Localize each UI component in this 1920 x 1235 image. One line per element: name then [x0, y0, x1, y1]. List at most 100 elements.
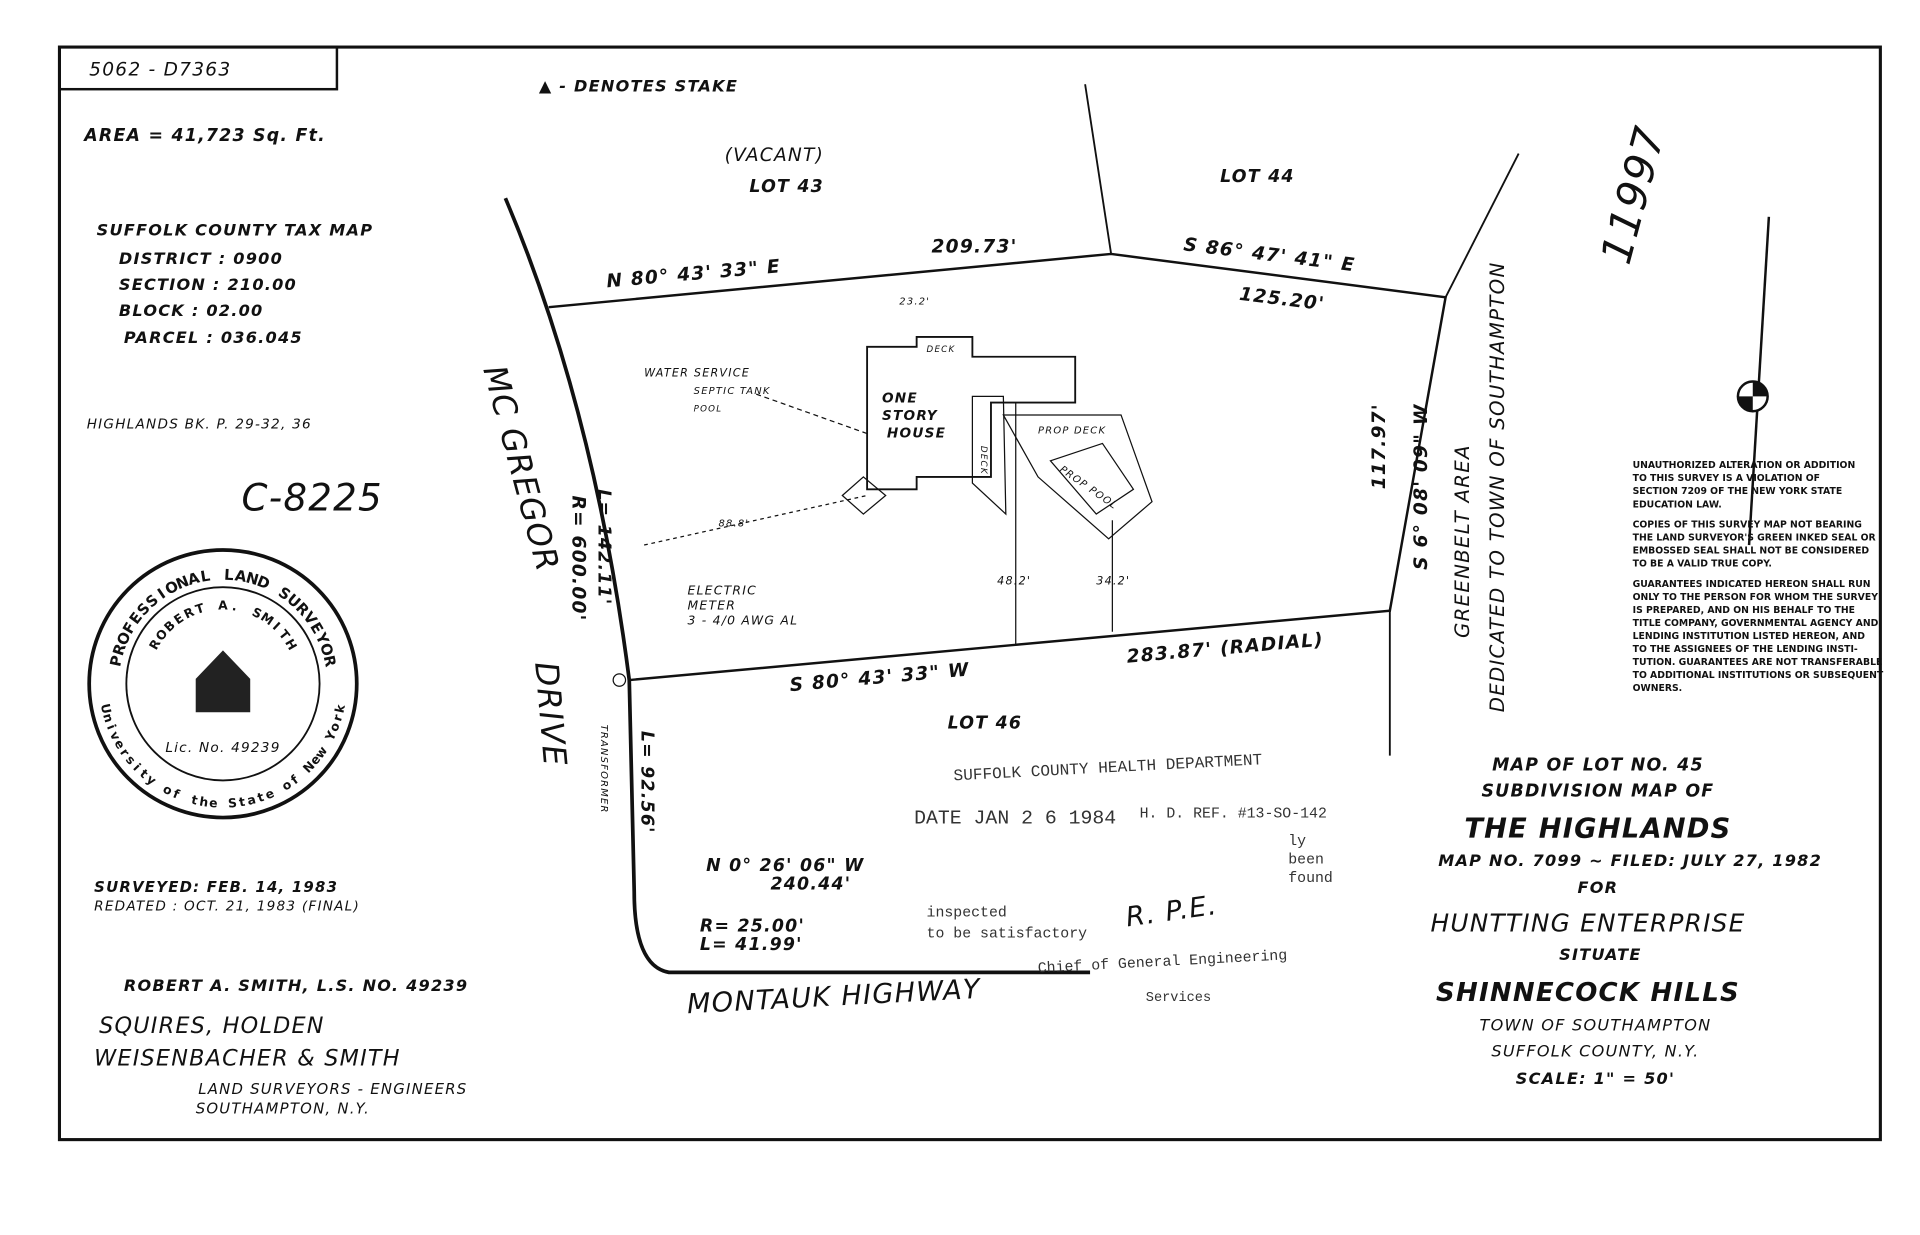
seal-letter: k — [332, 702, 348, 714]
notice-line: LENDING INSTITUTION LISTED HEREON, AND — [1633, 631, 1866, 642]
ne-bearing: S 86° 47' 41" E — [1182, 234, 1356, 276]
tax-map-section: SECTION : 210.00 — [119, 275, 297, 294]
notice-line: COPIES OF THIS SURVEY MAP NOT BEARING — [1633, 520, 1862, 531]
stamp-line-1: ly — [1288, 834, 1306, 850]
title-scale: SCALE: 1" = 50' — [1516, 1069, 1675, 1088]
title-block: MAP OF LOT NO. 45 SUBDIVISION MAP OF THE… — [1431, 755, 1822, 1088]
notice-line: TUTION. GUARANTEES ARE NOT TRANSFERABLE — [1633, 657, 1883, 668]
seal-emblem-icon — [195, 650, 251, 713]
ne-distance: 125.20' — [1238, 284, 1326, 315]
stamp-line-2: been — [1288, 852, 1324, 868]
title-name: THE HIGHLANDS — [1464, 813, 1731, 844]
file-number-box — [58, 45, 339, 91]
notice-line: EDUCATION LAW. — [1633, 499, 1722, 510]
tax-map-block-no: BLOCK : 02.00 — [119, 301, 264, 320]
house-footprint — [643, 336, 1153, 645]
house-label-1: ONE — [882, 391, 918, 407]
greenbelt-2: DEDICATED TO TOWN OF SOUTHAMPTON — [1486, 261, 1509, 712]
lot-44-label: LOT 44 — [1220, 167, 1295, 187]
lot-46-label: LOT 46 — [948, 713, 1023, 733]
seal-letter: A — [218, 598, 228, 612]
west-length: L= 92.56' — [637, 731, 657, 834]
handwritten-number: 11997 — [1591, 121, 1675, 269]
area: AREA = 41,723 Sq. Ft. — [82, 126, 326, 146]
stake-legend: ▲ - DENOTES STAKE — [539, 77, 738, 96]
title-for: FOR — [1578, 878, 1619, 897]
notice-line: TO THIS SURVEY IS A VIOLATION OF — [1633, 473, 1820, 484]
seal-letter: O — [316, 641, 337, 659]
lot-43-label: LOT 43 — [749, 177, 824, 197]
stamp-line-5: to be satisfactory — [927, 927, 1088, 943]
house-label-3: HOUSE — [887, 425, 946, 441]
seal-letter: U — [98, 702, 114, 715]
notice-line: TITLE COMPANY, GOVERNMENTAL AGENCY AND — [1633, 618, 1879, 629]
seal-letter: . — [231, 599, 238, 614]
seal-letter: N — [244, 568, 261, 589]
stamp-title: SUFFOLK COUNTY HEALTH DEPARTMENT — [953, 751, 1263, 785]
stamp-date: DATE JAN 2 6 1984 — [914, 808, 1116, 830]
seal-letter: L — [224, 566, 235, 585]
seal-letter: r — [330, 712, 345, 723]
notice-line: SECTION 7209 OF THE NEW YORK STATE — [1633, 486, 1843, 497]
seal-letter: A — [234, 566, 249, 586]
street-drive: DRIVE — [527, 660, 574, 768]
house-label-2: STORY — [882, 408, 939, 424]
n-distance: 240.44' — [770, 874, 851, 894]
seal-letter: L — [199, 566, 212, 585]
notice-line: EMBOSSED SEAL SHALL NOT BE CONSIDERED — [1633, 546, 1870, 557]
septic-label: SEPTIC TANK — [694, 386, 771, 397]
seal-letter: N — [173, 572, 191, 593]
title-place: SHINNECOCK HILLS — [1436, 978, 1740, 1008]
deck-label: DECK — [927, 345, 956, 355]
tax-map-title: SUFFOLK COUNTY TAX MAP — [97, 220, 374, 239]
seal-letter: a — [246, 792, 257, 808]
street-montauk: MONTAUK HIGHWAY — [686, 974, 983, 1020]
title-county: SUFFOLK COUNTY, N.Y. — [1491, 1042, 1699, 1061]
tax-map-block: SUFFOLK COUNTY TAX MAP DISTRICT : 0900 S… — [97, 220, 374, 347]
seal-letter: e — [263, 786, 276, 802]
water-service-label: WATER SERVICE — [644, 367, 750, 380]
street-mcgregor: MC GREGOR — [475, 361, 567, 576]
greenbelt-1: GREENBELT AREA — [1451, 444, 1474, 638]
north-distance: 209.73' — [932, 237, 1018, 258]
title-map-of-lot: MAP OF LOT NO. 45 — [1492, 755, 1704, 775]
south-bearing: S 80° 43' 33" W — [789, 660, 971, 697]
title-filed: MAP NO. 7099 ~ FILED: JULY 27, 1982 — [1438, 851, 1822, 870]
vacant-label: (VACANT) — [725, 145, 825, 166]
seal-letter: f — [171, 787, 182, 802]
stamp-signature: R. P.E. — [1124, 890, 1220, 934]
notice-line: UNAUTHORIZED ALTERATION OR ADDITION — [1633, 460, 1856, 471]
firm-line-2: WEISENBACHER & SMITH — [94, 1045, 401, 1071]
deck-label-2: DECK — [978, 446, 988, 475]
seal-letter: R — [320, 654, 340, 669]
corner-radius: R= 25.00' — [700, 917, 805, 937]
stamp-chief: Chief of General Engineering — [1037, 948, 1287, 977]
highlands-ref: HIGHLANDS BK. P. 29-32, 36 — [87, 417, 312, 433]
notice-line: TO ADDITIONAL INSTITUTIONS OR SUBSEQUENT — [1633, 670, 1884, 681]
east-distance: 117.97' — [1369, 403, 1390, 489]
seal-letter: P — [106, 654, 126, 669]
curve-length: L= 142.11' — [593, 489, 613, 605]
tax-map-district: DISTRICT : 0900 — [119, 249, 283, 268]
title-client: HUNTTING ENTERPRISE — [1431, 909, 1746, 938]
notice-line: TO BE A VALID TRUE COPY. — [1633, 559, 1772, 570]
map-border — [57, 45, 1882, 1142]
south-distance: 283.87' (RADIAL) — [1126, 630, 1325, 668]
title-town: TOWN OF SOUTHAMPTON — [1480, 1016, 1712, 1035]
notice-line: OWNERS. — [1633, 683, 1683, 694]
title-situate: SITUATE — [1559, 945, 1641, 964]
curve-radius: R= 600.00' — [567, 495, 588, 621]
electric-label-3: 3 - 4/0 AWG AL — [687, 613, 798, 627]
seal-letter: t — [238, 795, 246, 810]
notice-line: ONLY TO THE PERSON FOR WHOM THE SURVEY — [1633, 592, 1879, 603]
corner-length: L= 41.99' — [700, 935, 803, 955]
dist-48-2: 48.2' — [997, 575, 1031, 588]
prop-deck-label: PROP DECK — [1038, 426, 1106, 437]
seal-letter: e — [209, 796, 219, 811]
seal-letter: n — [100, 712, 116, 724]
seal-letter: T — [194, 601, 207, 617]
surveyed-date: SURVEYED: FEB. 14, 1983 — [94, 878, 338, 896]
stamp-line-4: inspected — [927, 906, 1007, 922]
